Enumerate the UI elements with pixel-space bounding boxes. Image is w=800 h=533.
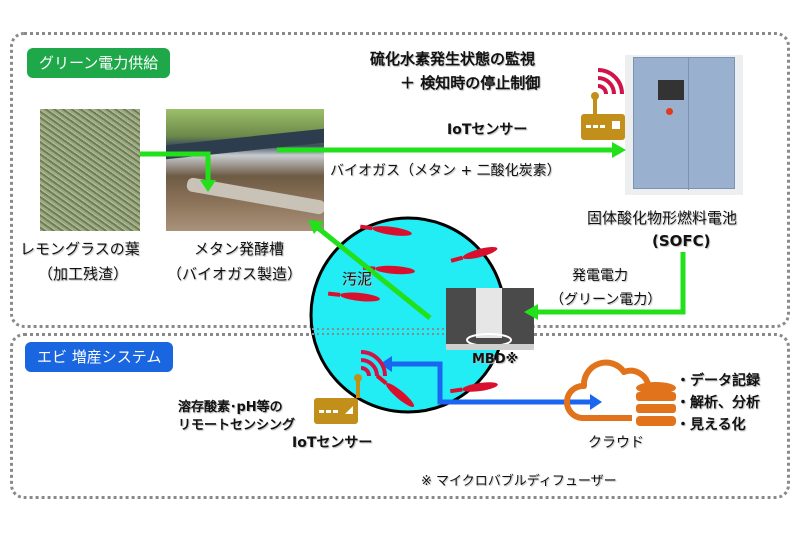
bottom-sensor-caption-line2: リモートセンシング <box>178 418 296 433</box>
sludge-arrow <box>316 226 432 320</box>
green-arrows <box>140 147 686 320</box>
sludge-label: 汚泥 <box>342 270 373 288</box>
shrimp-icon <box>360 224 412 236</box>
database-icon <box>636 382 676 426</box>
data-flow-arrow <box>392 361 590 405</box>
arrowhead <box>612 142 626 158</box>
power-label-line1: 発電電力 <box>572 268 628 284</box>
footnote: ※ マイクロバブルディフューザー <box>421 474 617 489</box>
power-arrow <box>536 252 686 315</box>
cloud-database-icon <box>564 359 676 426</box>
sofc-estop <box>666 108 673 115</box>
mbd-photo <box>446 288 534 350</box>
cloud-feature: ・見える化 <box>676 417 746 433</box>
shrimp-icon <box>375 374 415 407</box>
arrowhead <box>380 356 392 372</box>
arrowhead <box>590 394 602 410</box>
top-sensor-caption-line1: 硫化水素発生状態の監視 <box>370 50 536 68</box>
bottom-iot-sensor-icon <box>314 350 387 424</box>
lemongrass-label-line1: レモングラスの葉 <box>20 240 140 258</box>
sofc-label-line2: (SOFC) <box>652 232 711 250</box>
bottom-sensor-label: IoTセンサー <box>292 435 373 451</box>
shrimp-icon <box>327 291 380 302</box>
sofc-label-line1: 固体酸化物形燃料電池 <box>587 209 738 227</box>
top-iot-sensor-icon <box>581 68 625 140</box>
cloud-label: クラウド <box>588 435 644 451</box>
shrimp-icon <box>450 246 498 263</box>
lemongrass-label-line2: （加工残渣） <box>38 265 129 283</box>
top-sensor-caption-line2: ＋ 検知時の停止制御 <box>400 74 541 92</box>
cloud-icon <box>564 359 651 421</box>
power-label-line2: （グリーン電力） <box>550 292 662 308</box>
methane-digester-photo <box>166 109 324 231</box>
sofc-door-line <box>688 58 689 190</box>
wifi-signal-icon <box>597 68 624 95</box>
shrimp-icons <box>327 224 498 407</box>
sofc-screen <box>658 80 684 100</box>
bottom-sensor-caption-line1: 溶存酸素･pH等の <box>178 400 283 415</box>
mbd-label: MBD※ <box>472 352 519 367</box>
sofc-cabinet <box>633 57 735 190</box>
lemongrass-photo <box>40 109 140 231</box>
arrowhead <box>308 220 324 234</box>
top-sensor-label: IoTセンサー <box>447 122 528 138</box>
cloud-feature: ・データ記録 <box>676 373 760 389</box>
biogas-label: バイオガス（メタン + 二酸化炭素） <box>330 163 561 179</box>
lemongrass-to-digester-arrow <box>140 151 211 180</box>
green-arrowheads <box>200 142 626 320</box>
arrowhead <box>200 180 216 192</box>
arrowhead <box>524 304 538 320</box>
digester-label-line2: （バイオガス製造） <box>167 265 303 283</box>
sofc-photo <box>625 55 743 195</box>
cloud-feature: ・解析、分析 <box>676 395 760 411</box>
shrimp-system-badge: エビ 増産システム <box>25 342 174 372</box>
shrimp-icon <box>450 382 498 394</box>
green-power-badge: グリーン電力供給 <box>27 48 171 78</box>
digester-label-line1: メタン発酵槽 <box>194 240 285 258</box>
wifi-signal-icon <box>360 350 387 377</box>
